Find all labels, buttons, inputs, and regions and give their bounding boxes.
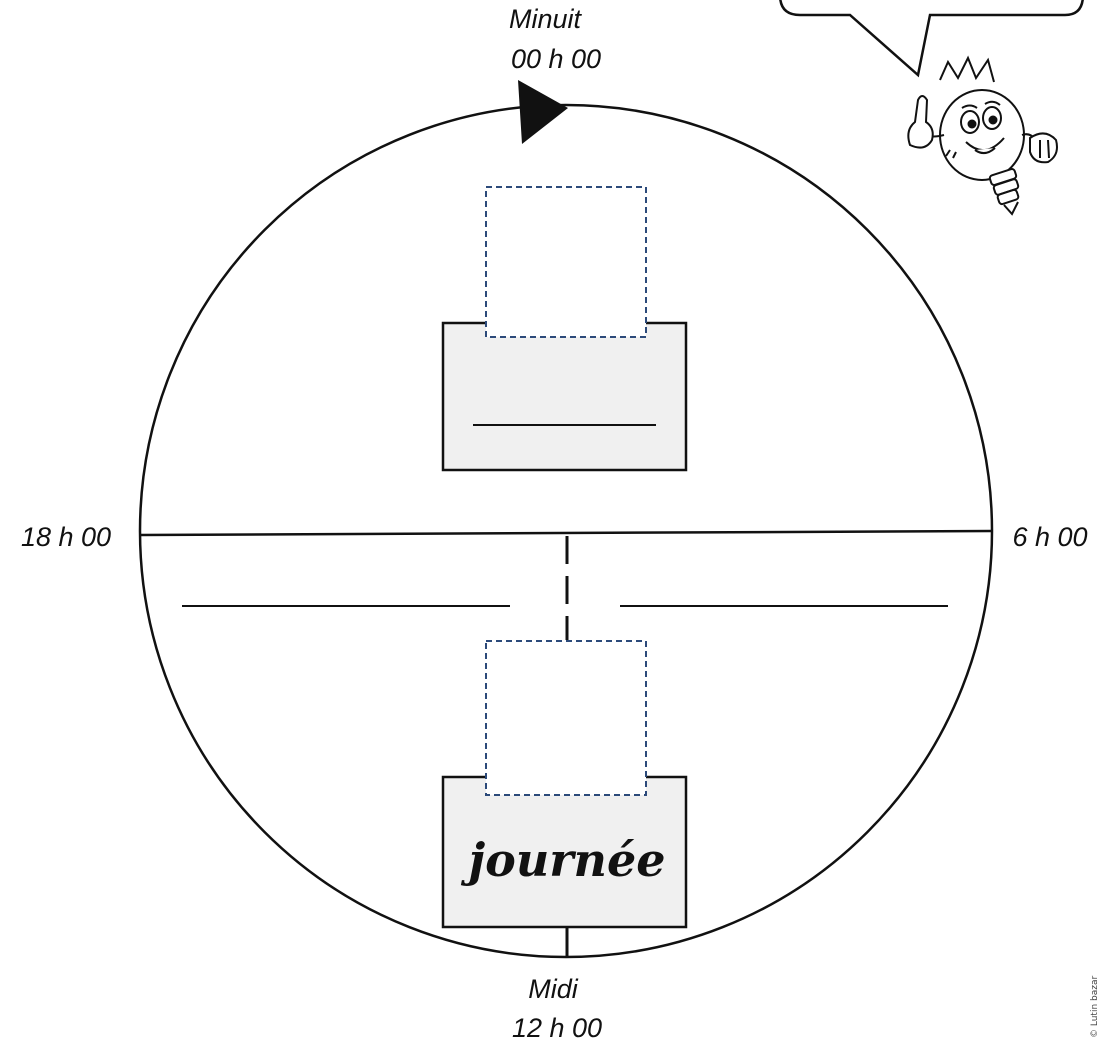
eighteen-label: 18 h 00 [21, 522, 111, 552]
direction-arrow-icon [518, 80, 568, 144]
top-image-placeholder[interactable] [485, 186, 647, 338]
bottom-box-word: journée [461, 833, 666, 887]
bottom-label-box[interactable] [441, 775, 688, 929]
credit-text: © Lutin bazar [1090, 976, 1100, 1038]
noon-label: Midi [528, 974, 579, 1004]
top-label-box[interactable] [441, 321, 688, 472]
six-label: 6 h 00 [1012, 522, 1087, 552]
bottom-image-placeholder[interactable] [485, 640, 647, 796]
speech-bubble [779, 0, 1084, 78]
lightbulb-mascot-icon [907, 55, 1058, 216]
horizon-line [139, 529, 993, 537]
midnight-time-label: 00 h 00 [511, 44, 601, 74]
midnight-label: Minuit [509, 4, 583, 34]
noon-time-label: 12 h 00 [512, 1013, 602, 1043]
